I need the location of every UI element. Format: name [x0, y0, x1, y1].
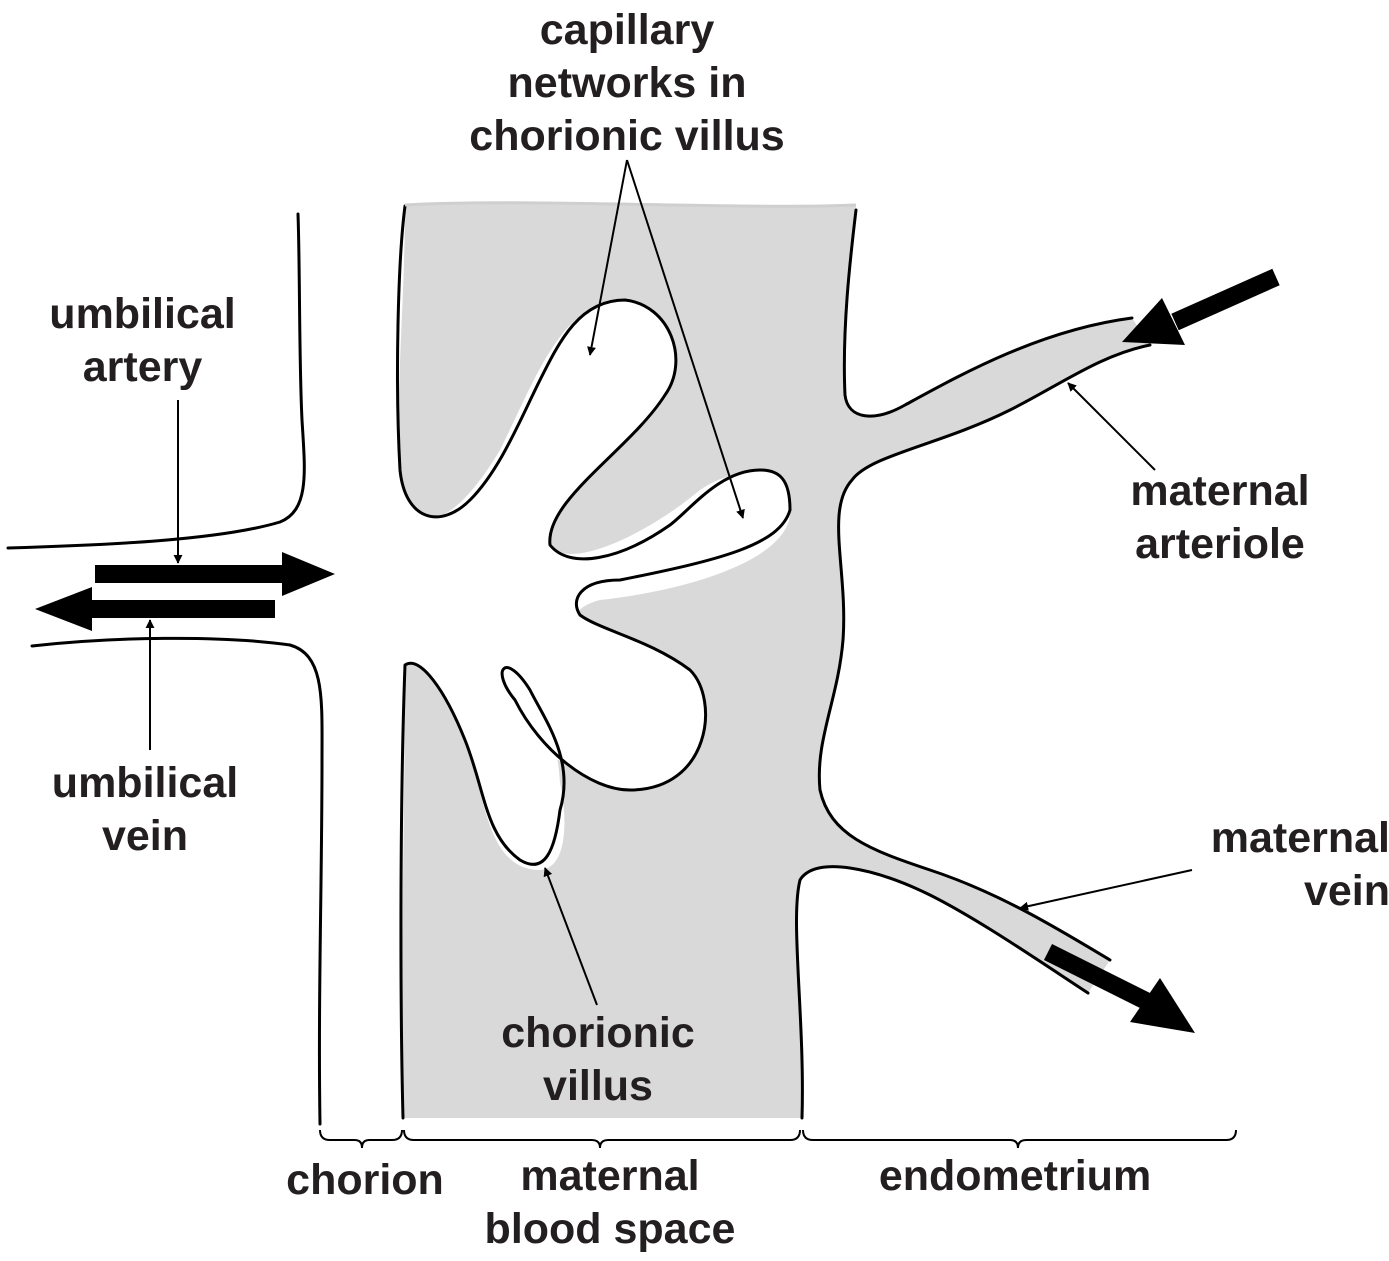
- maternal-arteriole-flow-arrow: [1175, 277, 1276, 322]
- label-maternal-arteriole: maternal arteriole: [1100, 465, 1340, 571]
- label-chorionic-villus: chorionic villus: [478, 1007, 718, 1113]
- label-maternal-blood-space: maternal blood space: [460, 1150, 760, 1256]
- brace-maternal-blood-space: [404, 1130, 800, 1148]
- umbilical-artery-arrowhead: [282, 552, 335, 596]
- brace-endometrium: [803, 1130, 1236, 1148]
- pointer-maternal-arteriole: [1068, 383, 1155, 470]
- brace-chorion: [320, 1130, 402, 1148]
- label-endometrium: endometrium: [855, 1150, 1175, 1203]
- label-umbilical-artery: umbilical artery: [20, 288, 265, 394]
- label-capillary-networks: capillary networks in chorionic villus: [422, 4, 832, 163]
- vein-lower-wall: [797, 867, 1088, 1118]
- label-chorion: chorion: [265, 1154, 465, 1207]
- chorion-boundary-bottom: [32, 638, 322, 1124]
- label-maternal-vein: maternal vein: [1160, 812, 1389, 918]
- label-umbilical-vein: umbilical vein: [20, 757, 270, 863]
- umbilical-vein-arrowhead: [35, 587, 92, 631]
